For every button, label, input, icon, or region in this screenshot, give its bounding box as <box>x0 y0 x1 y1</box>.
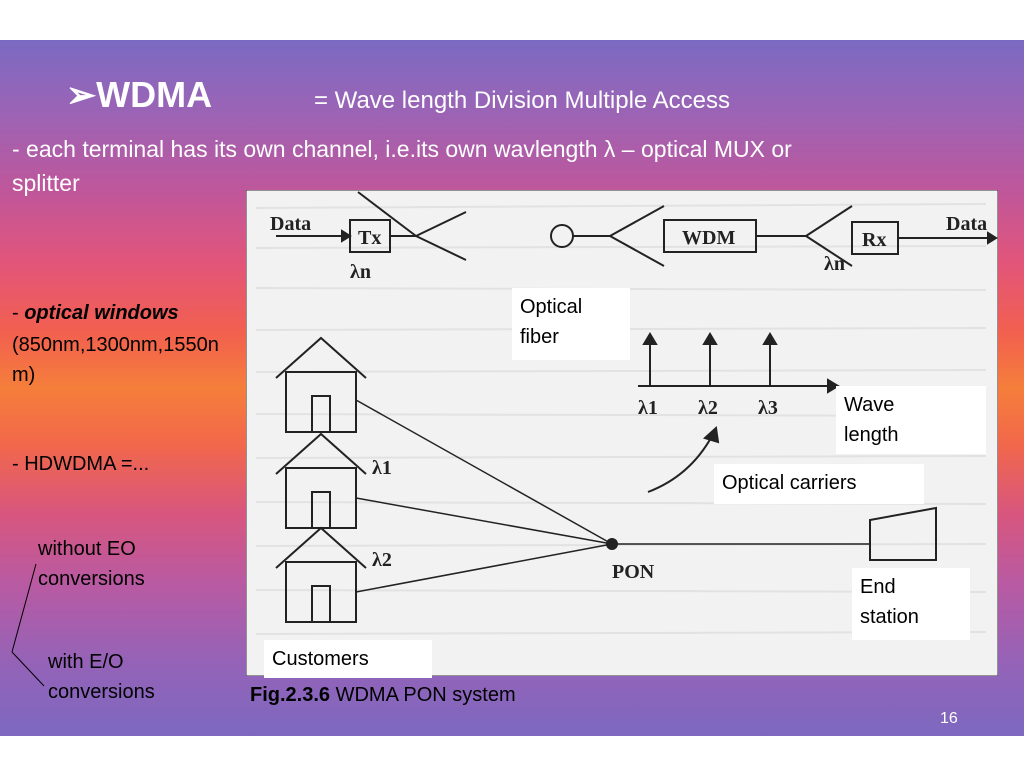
without-eo-line2: conversions <box>38 568 145 590</box>
pon-label: PON <box>612 561 655 583</box>
data-out-arrow <box>987 231 998 245</box>
figure-caption: Fig.2.3.6 WDMA PON system <box>250 684 516 707</box>
end-station-label: End station <box>852 568 970 640</box>
optical-fiber-line2: fiber <box>520 326 559 348</box>
data-in-arrow <box>341 229 352 243</box>
arrow-bullet-icon: ➢ <box>66 74 97 115</box>
optical-fiber-label: Optical fiber <box>512 288 630 360</box>
end-station-line1: End <box>860 576 896 598</box>
data-out-label: Data <box>946 213 987 235</box>
tx-lambda-label: λn <box>350 261 371 283</box>
hdwdma-line: - HDWDMA =... <box>12 453 150 475</box>
bullet-channel-line2: splitter <box>12 170 80 196</box>
bullet-channel-line1: - each terminal has its own channel, i.e… <box>12 136 792 162</box>
end-station-line2: station <box>860 606 919 628</box>
carrier-lambda2: λ2 <box>698 397 718 419</box>
wave-length-label: Wave length <box>836 386 986 454</box>
carrier-lambda1: λ1 <box>638 397 658 419</box>
curved-arrow <box>647 435 713 493</box>
title-text: WDMA <box>96 74 213 115</box>
optical-range-line2: m) <box>12 364 36 386</box>
wdma-pon-figure: Data Data Tx Rx WDM λn λn λ1 λ2 λ3 λ1 λ2… <box>246 190 998 678</box>
with-eo-line2: conversions <box>48 681 155 703</box>
without-eo-line1: without EO <box>38 538 136 560</box>
slide-background: ➢WDMA = Wave length Division Multiple Ac… <box>0 40 1024 736</box>
customer-lambda1: λ1 <box>372 457 392 479</box>
caption-figure-number: Fig.2.3.6 <box>250 684 331 706</box>
wave-length-line1: Wave <box>844 394 895 416</box>
optical-carriers-label: Optical carriers <box>714 464 924 504</box>
wave-length-line2: length <box>844 424 899 446</box>
wavelength-axis-arrow <box>827 378 840 394</box>
page-number: 16 <box>940 710 958 727</box>
with-eo-line1: with E/O <box>48 651 124 673</box>
carrier-lambda3: λ3 <box>758 397 778 419</box>
pon-links <box>355 399 870 593</box>
optical-fiber-line1: Optical <box>520 296 583 318</box>
optical-dash: - <box>12 302 25 324</box>
carrier-arrows <box>638 332 840 493</box>
slide-title: ➢WDMA <box>66 74 212 116</box>
customers-label: Customers <box>264 640 432 678</box>
caption-text: WDMA PON system <box>330 684 516 706</box>
slide-subtitle: = Wave length Division Multiple Access <box>314 87 730 114</box>
optical-windows-line: - optical windows <box>12 302 179 325</box>
tx-rx-chain <box>276 191 998 267</box>
tx-label: Tx <box>358 227 381 249</box>
optical-windows-label: optical windows <box>24 302 179 324</box>
eo-bracket-lines <box>11 563 45 687</box>
end-station-box <box>869 506 937 561</box>
wdm-label: WDM <box>682 227 735 249</box>
rx-label: Rx <box>862 229 886 251</box>
pon-node <box>606 538 618 550</box>
customer-houses <box>275 336 367 623</box>
customer-lambda2: λ2 <box>372 549 392 571</box>
rx-lambda-label: λn <box>824 253 845 275</box>
optical-range-line1: (850nm,1300nm,1550n <box>12 334 219 356</box>
data-in-label: Data <box>270 213 311 235</box>
